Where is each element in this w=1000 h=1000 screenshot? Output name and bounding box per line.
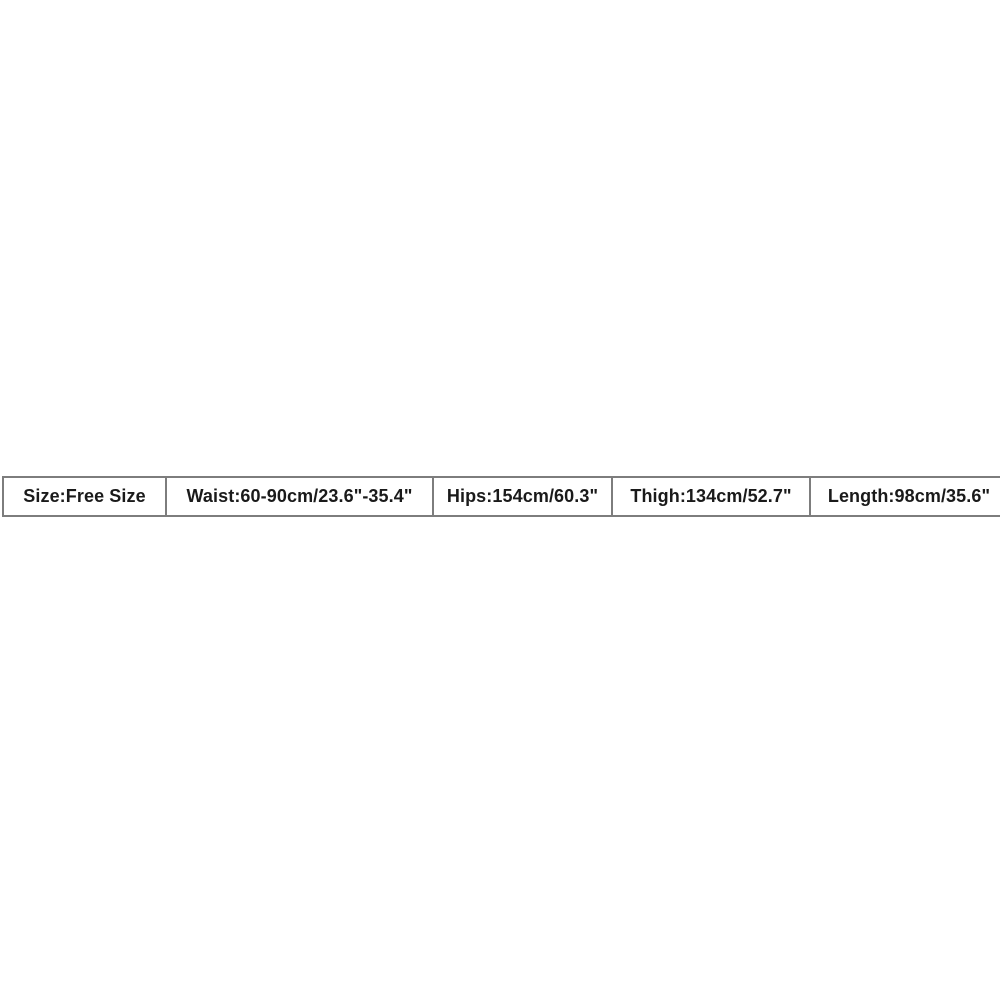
hips-cell: Hips:154cm/60.3"	[432, 476, 613, 517]
waist-cell: Waist:60-90cm/23.6"-35.4"	[165, 476, 434, 517]
thigh-cell: Thigh:134cm/52.7"	[611, 476, 811, 517]
size-cell: Size:Free Size	[2, 476, 167, 517]
size-chart-table: Size:Free Size Waist:60-90cm/23.6"-35.4"…	[2, 476, 1000, 517]
length-cell: Length:98cm/35.6"	[809, 476, 1000, 517]
size-chart-row: Size:Free Size Waist:60-90cm/23.6"-35.4"…	[2, 476, 1000, 517]
